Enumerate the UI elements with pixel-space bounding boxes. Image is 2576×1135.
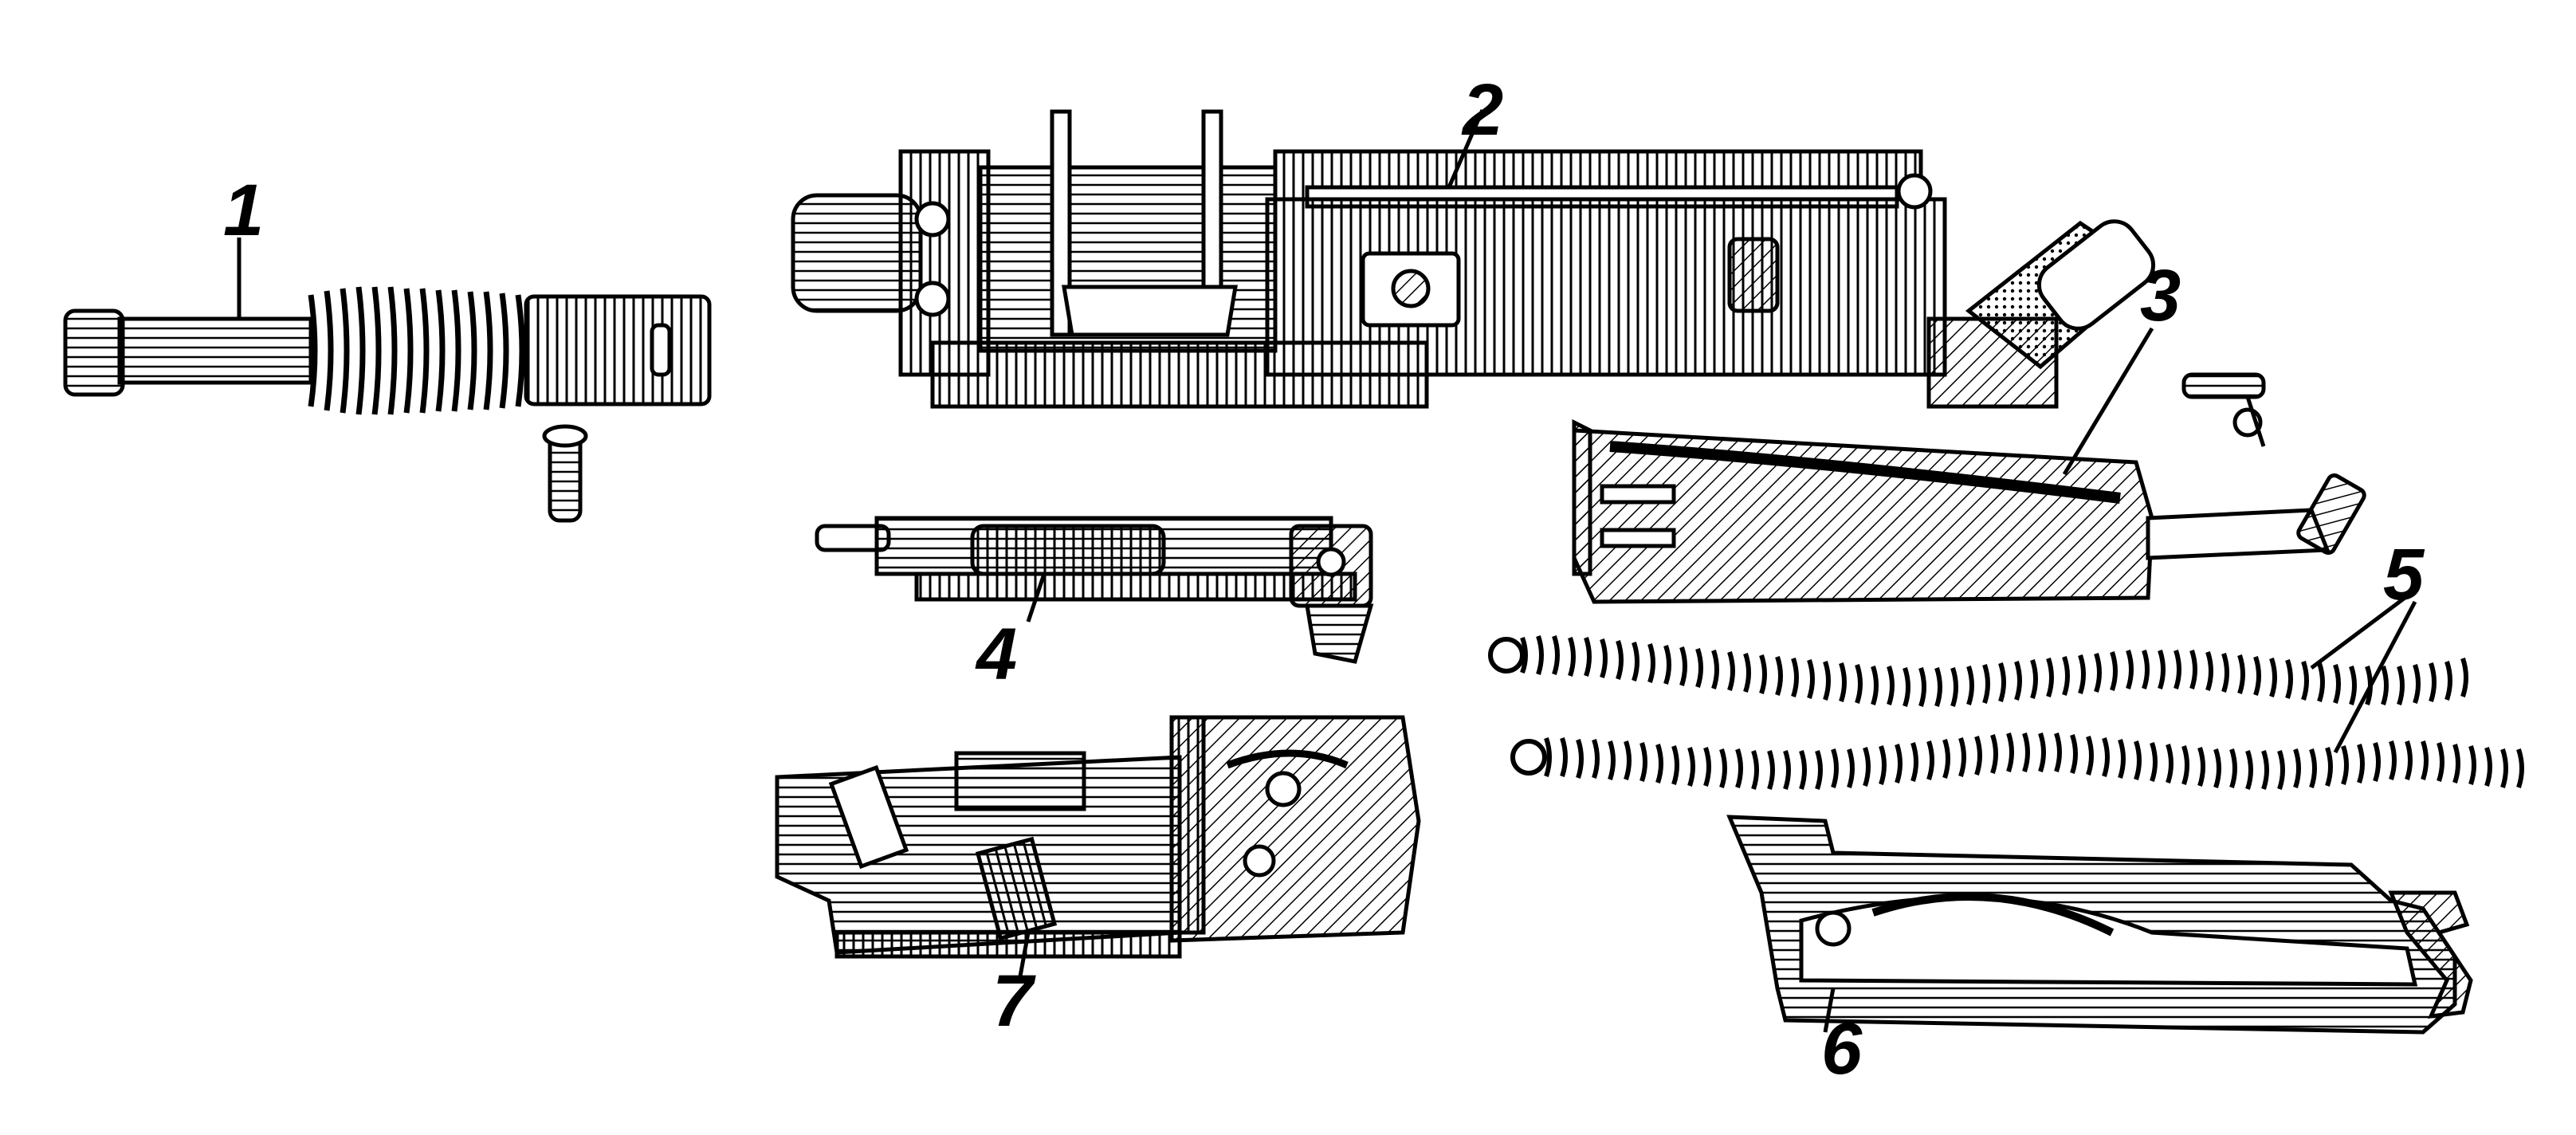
carrier-rod-rear-lever — [1289, 524, 1374, 664]
receiver-screw-lower — [914, 281, 951, 317]
part-6-feed-cover — [1726, 815, 2473, 1035]
receiver-window-knob — [1391, 269, 1431, 308]
part-7-lock-housing — [775, 715, 1421, 977]
carrier-rod-rack — [914, 571, 1357, 602]
callout-label-1: 1 — [223, 170, 265, 251]
lock-frame-body — [1572, 428, 2154, 604]
part-3-lock-frame — [1572, 327, 2366, 604]
lock-frame-small-crank — [2181, 372, 2366, 556]
receiver-side-plate — [1265, 197, 1947, 377]
lock-frame-front-plate — [1572, 418, 1592, 576]
leader-line-2 — [1447, 109, 1485, 188]
lock-housing-pivot-upper — [1265, 771, 1302, 807]
barrel-slot — [650, 323, 672, 377]
barrel-muzzle-cap — [63, 308, 125, 397]
part-4-carrier-rod — [815, 516, 1374, 664]
barrel-coil-spring — [308, 286, 525, 415]
lock-frame-spring-channel — [1609, 441, 2121, 504]
receiver-screw-upper — [914, 201, 951, 238]
receiver-handle — [1926, 219, 2156, 409]
barrel-jacket-rear — [524, 294, 712, 406]
receiver-rear-hole — [1896, 173, 1933, 210]
receiver-sight-guard — [1062, 285, 1238, 337]
return-spring-upper — [1488, 635, 2468, 707]
part-1-barrel-assembly — [63, 238, 712, 523]
feed-cover-cable — [1871, 893, 2115, 937]
receiver-sight-post-left — [1050, 109, 1072, 337]
receiver-rear-latch — [1727, 237, 1780, 313]
lock-frame-slot-lower — [1600, 528, 1676, 548]
leader-line-3 — [2062, 327, 2154, 476]
callout-label-4: 4 — [976, 614, 1018, 695]
leader-line-7 — [1018, 932, 1031, 977]
callout-label-5: 5 — [2383, 534, 2425, 615]
feed-cover-hook — [2388, 890, 2473, 1019]
barrel-pin-head — [542, 424, 588, 448]
leader-line-5a — [2310, 595, 2409, 670]
carrier-rod-sleeve — [970, 524, 1166, 576]
lock-housing-pivot-lower — [1243, 844, 1276, 878]
return-spring-lower — [1510, 732, 2524, 790]
lock-housing-spring — [1226, 749, 1349, 769]
leader-line-6 — [1823, 988, 1836, 1033]
barrel-tube — [117, 316, 313, 385]
part-5-return-springs — [1488, 595, 2524, 790]
leader-line-5b — [2333, 600, 2417, 754]
callout-label-7: 7 — [992, 960, 1034, 1042]
leader-line-4 — [1026, 573, 1046, 622]
callout-label-2: 2 — [1463, 69, 1504, 151]
part-2-receiver — [791, 109, 2156, 409]
lock-frame-slot-upper — [1600, 484, 1676, 505]
lock-housing-front-lever — [828, 764, 909, 870]
lock-housing-top-block — [954, 751, 1086, 811]
callout-label-3: 3 — [2140, 255, 2181, 336]
lock-housing-divider — [1169, 715, 1206, 935]
feed-cover-pivot — [1815, 910, 1852, 947]
callout-label-6: 6 — [1821, 1008, 1863, 1090]
lock-housing-base-rack — [834, 930, 1182, 959]
